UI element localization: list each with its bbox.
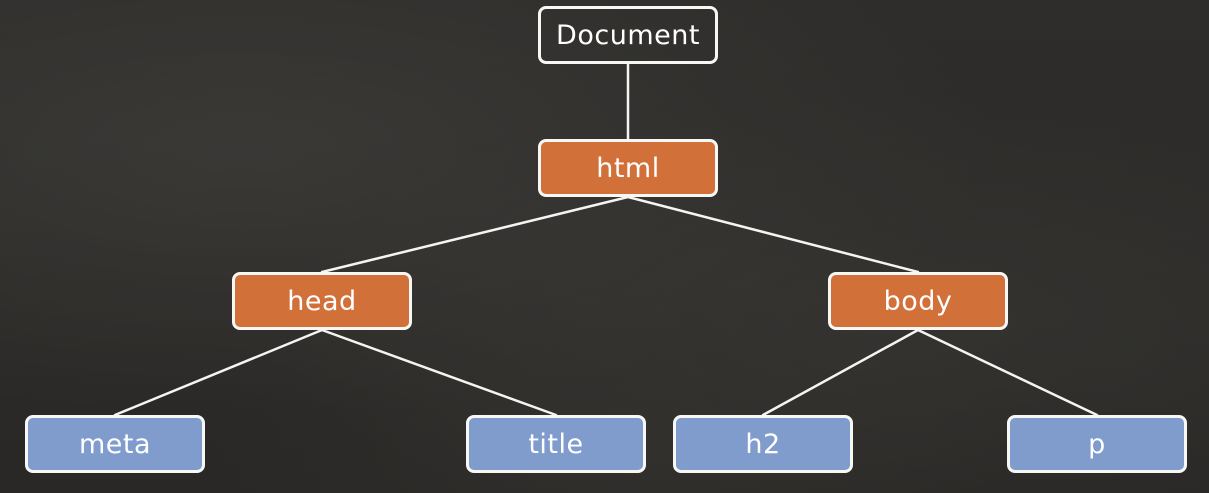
node-body-label: body <box>883 285 953 317</box>
node-document-label: Document <box>556 19 700 51</box>
node-html-label: html <box>596 152 660 184</box>
edge-html-head <box>320 195 630 274</box>
node-title: title <box>466 415 646 473</box>
node-title-label: title <box>528 428 584 460</box>
edge-html-body <box>626 195 920 274</box>
node-h2-label: h2 <box>745 428 781 460</box>
edge-head-title <box>320 328 558 417</box>
node-meta: meta <box>25 415 205 473</box>
edge-body-h2 <box>761 328 920 417</box>
node-html: html <box>538 139 718 197</box>
node-p-label: p <box>1088 428 1106 460</box>
node-h2: h2 <box>673 415 853 473</box>
node-head: head <box>232 272 412 330</box>
node-body: body <box>828 272 1008 330</box>
node-head-label: head <box>287 285 357 317</box>
node-document: Document <box>538 6 718 64</box>
node-p: p <box>1007 415 1187 473</box>
node-meta-label: meta <box>78 428 152 460</box>
edge-body-p <box>916 328 1099 417</box>
edge-head-meta <box>113 328 324 417</box>
